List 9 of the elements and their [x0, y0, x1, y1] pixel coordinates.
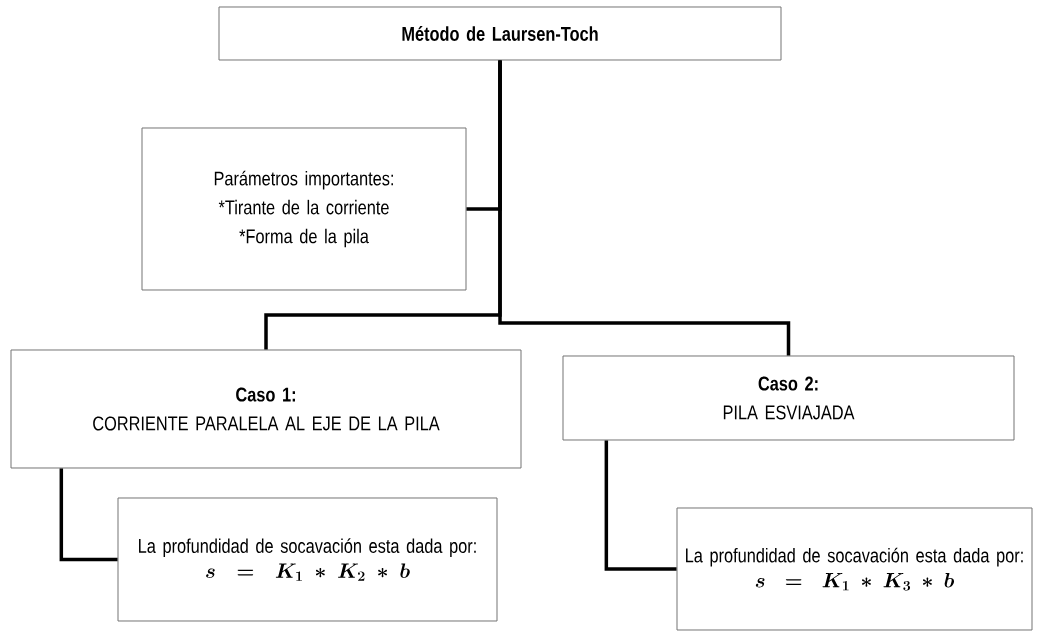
connector-line — [604, 440, 677, 571]
connector-line — [498, 60, 791, 356]
formula-box: La profundidad de socavación esta dada por: $s = K_{1} \ast K_{2} \ast b$ — [117, 497, 498, 622]
formula-box: La profundidad de socavación esta dada por: $s = K_{1} \ast K_{3} \ast b$ — [676, 507, 1033, 631]
case-box: Caso 2: PILA ESVIAJADA — [562, 355, 1015, 441]
parameter-box: Parámetros importantes: *Tirante de la corriente *Forma de la pila — [141, 127, 467, 291]
case-box: Caso 1: CORRIENTE PARALELA AL EJE DE LA PILA — [10, 349, 522, 469]
title-box: Método de Laursen-Toch — [218, 6, 782, 61]
connector-line — [59, 468, 118, 562]
